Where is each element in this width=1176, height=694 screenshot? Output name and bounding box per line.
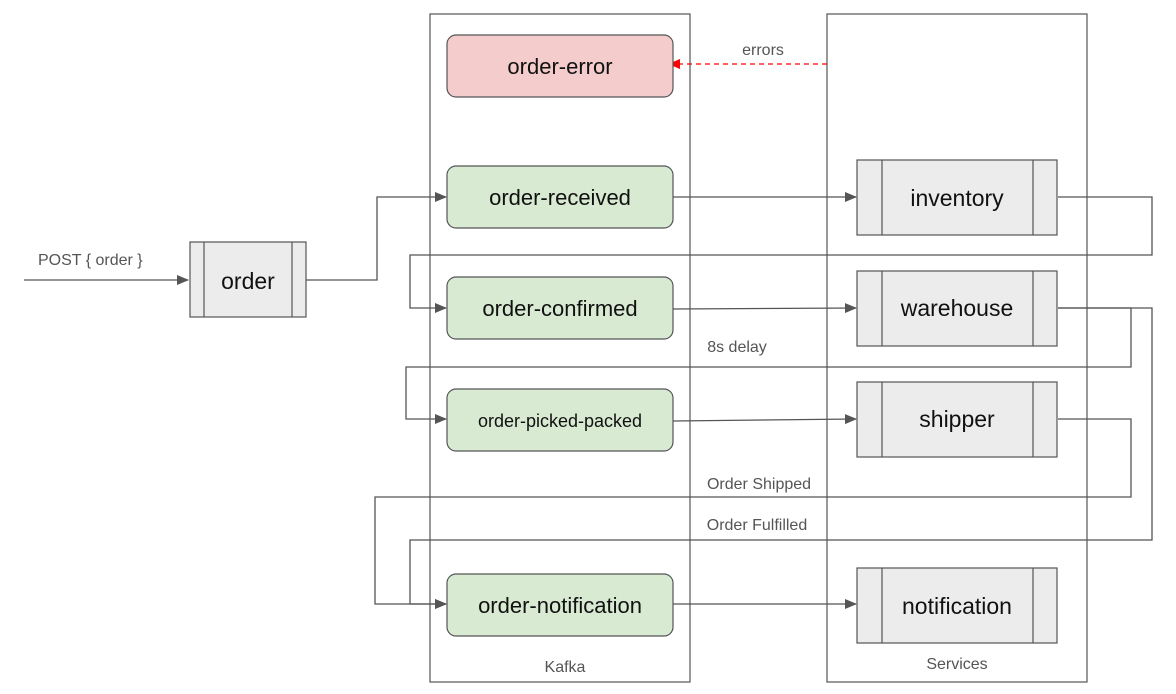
service-warehouse: warehouse xyxy=(856,270,1058,347)
kafka-label: Kafka xyxy=(545,659,586,676)
connectors xyxy=(24,59,1153,609)
topic-order-confirmed-label: order-confirmed xyxy=(482,296,637,321)
edge-picked-to-shipper xyxy=(672,414,857,425)
service-order: order xyxy=(189,241,307,318)
services-label: Services xyxy=(926,656,987,673)
topic-order-picked-packed: order-picked-packed xyxy=(446,388,674,452)
edge-inventory-to-confirmed xyxy=(409,196,1153,313)
service-order-label: order xyxy=(221,268,275,294)
service-inventory-label: inventory xyxy=(910,185,1004,211)
topic-order-received-label: order-received xyxy=(489,185,631,210)
services-container: Services xyxy=(826,13,1088,683)
kafka-container: Kafka xyxy=(429,13,691,683)
edge-shipper-to-notification xyxy=(374,418,1132,609)
post-order-label: POST { order } xyxy=(38,252,143,269)
topic-order-notification: order-notification xyxy=(446,573,674,637)
topic-order-error: order-error xyxy=(446,34,674,98)
service-inventory: inventory xyxy=(856,159,1058,236)
topic-order-picked-packed-label: order-picked-packed xyxy=(478,411,642,431)
errors-label: errors xyxy=(742,42,784,59)
service-notification-label: notification xyxy=(902,593,1012,619)
topic-order-confirmed: order-confirmed xyxy=(446,276,674,340)
service-notification: notification xyxy=(856,567,1058,644)
topic-order-received: order-received xyxy=(446,165,674,229)
topic-order-notification-label: order-notification xyxy=(478,593,642,618)
service-warehouse-label: warehouse xyxy=(900,295,1014,321)
topic-order-error-label: order-error xyxy=(507,54,612,79)
delay-label: 8s delay xyxy=(707,339,767,356)
order-shipped-label: Order Shipped xyxy=(707,476,811,493)
edge-order-to-received xyxy=(306,192,447,281)
edge-confirmed-to-warehouse xyxy=(672,303,857,314)
service-shipper: shipper xyxy=(856,381,1058,458)
service-shipper-label: shipper xyxy=(919,406,995,432)
order-fulfilled-label: Order Fulfilled xyxy=(707,517,807,534)
